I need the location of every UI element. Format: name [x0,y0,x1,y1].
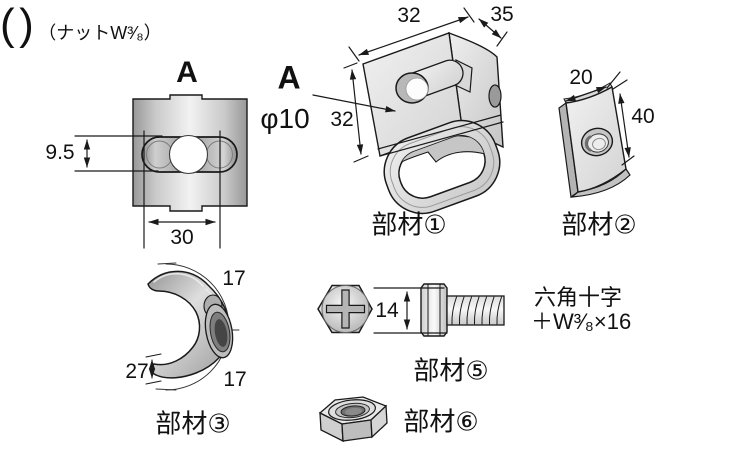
bracket-side-notch [488,84,502,108]
phillips-cross [325,289,366,329]
part5-spec-line2: ＋W³⁄₈×16 [531,309,632,334]
bolt-head-side [420,283,448,337]
part2-dim-height-label: 40 [631,105,655,128]
part6-spec-label: （ナットW³⁄₈） [38,23,162,43]
part1-callout-view-label: A [277,59,301,96]
part1-callout-hole-label: φ10 [260,103,310,134]
part2-name-label: 部材② [561,209,637,240]
bolt-threads [451,296,502,325]
part1-dim-width-label: 32 [397,4,421,27]
part5-drawing [317,283,505,337]
part5-name-label: 部材⑤ [413,355,489,386]
dim-slot-width-label: 30 [170,226,194,249]
part1-name-label: 部材① [371,209,447,240]
section-a-dimension-lines [74,130,221,249]
part3-dim-top-label: 17 [222,267,246,290]
part2-drawing [558,71,635,199]
part5-spec-open-paren: ( [0,0,15,49]
part3-name-label: 部材③ [155,408,231,439]
section-a-drawing [74,94,248,249]
part1-dimension-lines [312,7,508,163]
part1-dim-height-label: 32 [330,108,354,131]
part5-dim-head-label: 14 [375,299,399,322]
part3-dim-bottom-label: 17 [223,368,247,391]
part6-name-label: 部材⑥ [403,406,479,437]
part6-drawing [318,396,388,443]
part3-dimension-lines [145,353,162,385]
part1-drawing [312,7,508,215]
part5-spec-close-paren: ) [19,0,34,49]
part1-dim-depth-label: 35 [490,3,514,26]
part3-dim-offset-label: 27 [125,360,149,383]
part5-spec-line1: 六角十字 [534,285,623,310]
part2-dim-width-label: 20 [569,66,593,89]
part3-drawing [145,262,240,391]
part2-dimension-lines [565,71,635,166]
profile-hole [168,134,209,175]
section-a-view-label: A [176,56,198,89]
saddle-boss-hole [214,319,228,347]
dim-slot-height-label: 9.5 [45,141,75,164]
bracket-saddle [383,119,501,215]
part5-dimension-lines [373,287,448,334]
